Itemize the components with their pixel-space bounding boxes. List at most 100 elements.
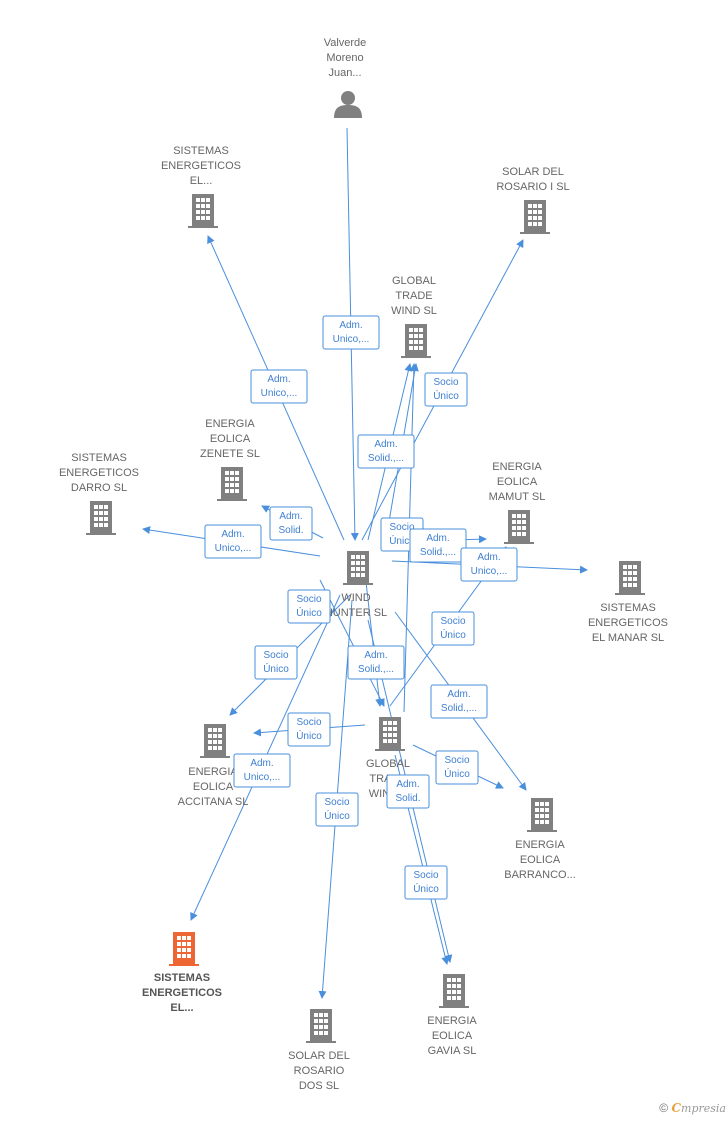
edge-label[interactable]: Adm.Unico,... [460, 547, 518, 582]
building-icon [343, 551, 373, 585]
edge-label[interactable]: Adm.Unico,... [233, 753, 291, 788]
building-icon [615, 561, 645, 595]
building-icon [200, 724, 230, 758]
edge-label[interactable]: Adm.Unico,... [250, 369, 308, 404]
edge-label[interactable]: Adm.Solid.,... [347, 645, 405, 680]
edge-label-text: Adm.Unico,... [333, 320, 370, 345]
edge-label-box [287, 712, 331, 747]
edge-label[interactable]: Adm.Solid.,... [430, 684, 488, 719]
building-icon [504, 510, 534, 544]
copyright-symbol: © [659, 1101, 669, 1115]
edge-label-box [315, 792, 359, 827]
building-icon [188, 194, 218, 228]
edge-label-text: Adm.Unico,... [244, 758, 281, 783]
edge-label[interactable]: Adm.Unico,... [204, 524, 262, 559]
building-icon [520, 200, 550, 234]
relationship-edge [364, 572, 384, 707]
edge-label-text: Adm.Unico,... [471, 552, 508, 577]
edge-label-box [386, 774, 430, 809]
edge-label-text: Adm.Unico,... [261, 374, 298, 399]
edge-label-text: Adm.Solid.,... [441, 689, 477, 714]
edge-label-box [357, 434, 415, 469]
edge-label-box [269, 506, 313, 541]
edge-label-text: Adm.Solid. [395, 779, 420, 804]
building-icon [217, 467, 247, 501]
edge-label-box [409, 528, 467, 563]
edge-label-text: Adm.Solid.,... [368, 439, 404, 464]
building-icon [439, 974, 469, 1008]
edge-label[interactable]: Adm.Solid. [386, 774, 430, 809]
building-icon [86, 501, 116, 535]
building-icon [527, 798, 557, 832]
edge-label-box [250, 369, 308, 404]
edge-label-box [404, 865, 448, 900]
edge-label-text: Adm.Solid.,... [358, 650, 394, 675]
edge-label-box [347, 645, 405, 680]
edge-label-box [322, 315, 380, 350]
relationship-edge [319, 579, 385, 707]
edge-label-text: Adm.Unico,... [215, 529, 252, 554]
edge-label[interactable]: Adm.Solid.,... [409, 528, 467, 563]
person-icon [334, 91, 362, 118]
edge-label[interactable]: Adm.Solid.,... [357, 434, 415, 469]
edge-label-box [287, 589, 331, 624]
edge-label-box [435, 750, 479, 785]
edge-label[interactable]: Adm.Unico,... [322, 315, 380, 350]
edge-label-box [204, 524, 262, 559]
edge-label-text: Adm.Solid.,... [420, 533, 456, 558]
building-icon [169, 932, 199, 966]
edge-label-text: Adm.Solid. [278, 511, 303, 536]
building-icon [375, 717, 405, 751]
edge-label-box [460, 547, 518, 582]
edge-label[interactable]: Adm.Solid. [269, 506, 313, 541]
edge-label-box [430, 684, 488, 719]
